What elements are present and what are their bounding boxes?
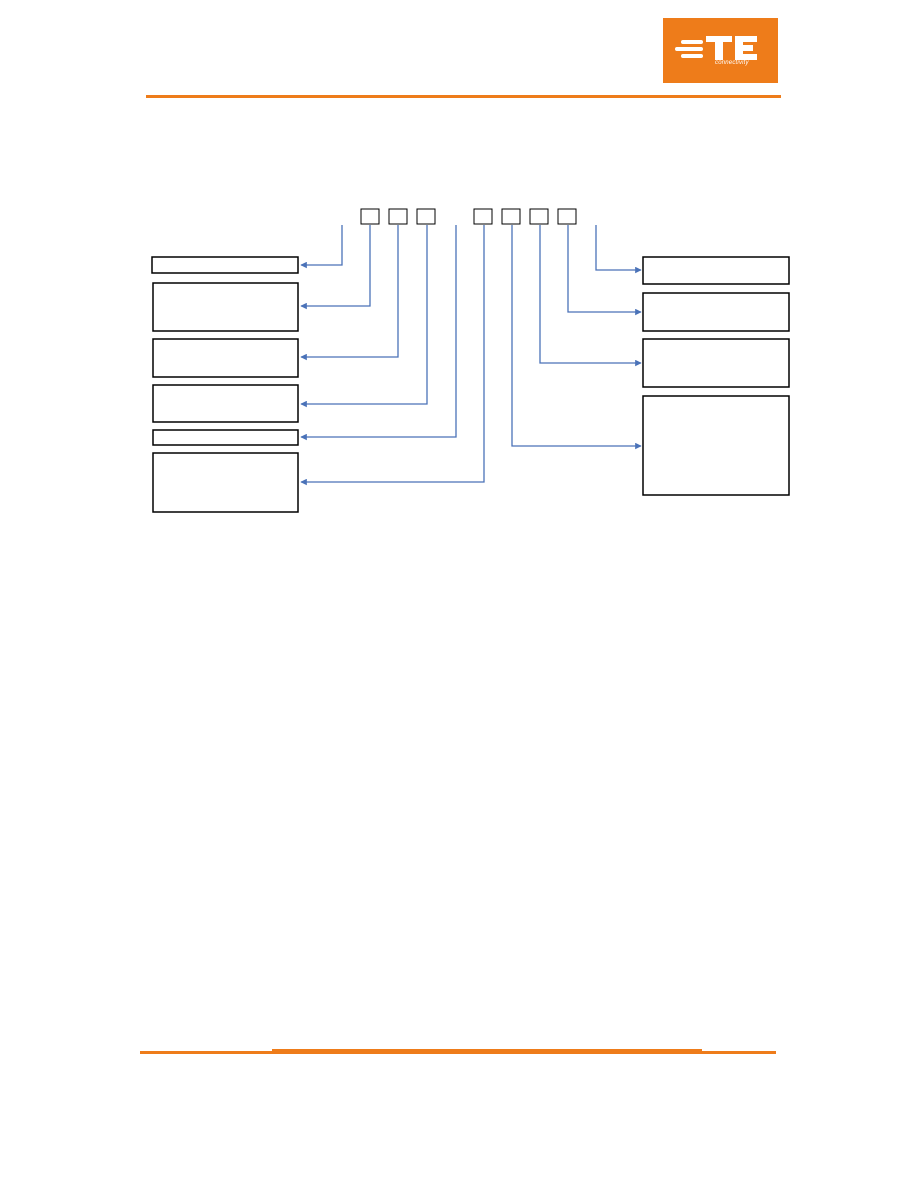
connector-arrow bbox=[300, 225, 399, 361]
te-connectivity-logo: connectivity bbox=[663, 18, 778, 83]
te-logo-mark-icon bbox=[675, 36, 757, 60]
code-position-box bbox=[473, 208, 493, 225]
header-rule bbox=[146, 95, 781, 98]
connector-arrow bbox=[300, 225, 457, 441]
connector-arrow bbox=[511, 225, 642, 450]
connector-arrow bbox=[539, 225, 642, 367]
footer-rule bbox=[140, 1051, 776, 1054]
connector-arrow bbox=[300, 225, 485, 486]
code-boxes bbox=[360, 208, 577, 225]
right-label-box bbox=[642, 256, 790, 285]
code-position-box bbox=[388, 208, 408, 225]
connectors bbox=[300, 225, 642, 486]
left-label-box bbox=[152, 452, 299, 513]
right-label-box bbox=[642, 338, 790, 388]
connector-arrow bbox=[595, 225, 642, 274]
code-position-box bbox=[360, 208, 380, 225]
left-label-box bbox=[152, 384, 299, 423]
left-label-box bbox=[152, 338, 299, 378]
label-boxes bbox=[151, 256, 790, 513]
code-position-box bbox=[529, 208, 549, 225]
connector-arrow bbox=[567, 225, 642, 316]
left-label-box bbox=[152, 282, 299, 332]
left-label-box bbox=[151, 256, 299, 274]
code-position-box bbox=[501, 208, 521, 225]
right-label-box bbox=[642, 292, 790, 332]
footer-rule-inner bbox=[272, 1049, 702, 1051]
connector-arrow bbox=[300, 225, 371, 310]
code-position-box bbox=[557, 208, 577, 225]
code-position-box bbox=[416, 208, 436, 225]
logo-subtext: connectivity bbox=[715, 60, 749, 66]
connector-arrow bbox=[300, 225, 428, 408]
left-label-box bbox=[152, 429, 299, 446]
right-label-box bbox=[642, 395, 790, 496]
connector-arrow bbox=[300, 225, 343, 269]
